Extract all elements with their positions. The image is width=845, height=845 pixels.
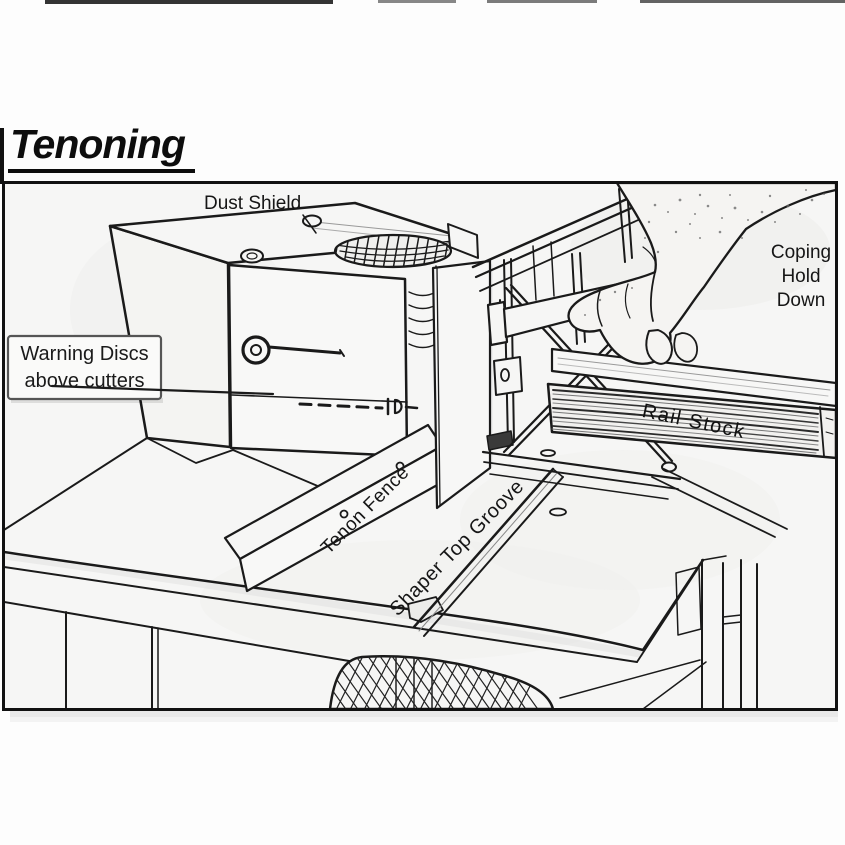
warning-callout: Warning Discs above cutters <box>8 336 161 399</box>
coping-hold-down-label: Coping Hold Down <box>758 241 844 313</box>
shaper-table-drawing <box>5 428 758 708</box>
coping-line-2: Hold <box>781 266 821 287</box>
coping-line-1: Coping <box>770 242 832 263</box>
warning-line-2: above cutters <box>24 369 145 392</box>
dust-hose-drawing <box>328 655 554 708</box>
scan-artifacts <box>0 0 845 184</box>
fence-plate-drawing <box>431 259 493 510</box>
dust-shield-label: Dust Shield <box>204 193 302 214</box>
hand-hold-down-drawing <box>567 184 835 365</box>
page-title: Tenoning <box>8 121 195 173</box>
coping-line-3: Down <box>776 290 826 311</box>
shaper-top-groove-drawing <box>407 467 564 637</box>
warning-line-1: Warning Discs <box>20 342 149 365</box>
rail-stock-drawing <box>546 347 835 460</box>
warning-callout-drawing <box>6 334 275 403</box>
